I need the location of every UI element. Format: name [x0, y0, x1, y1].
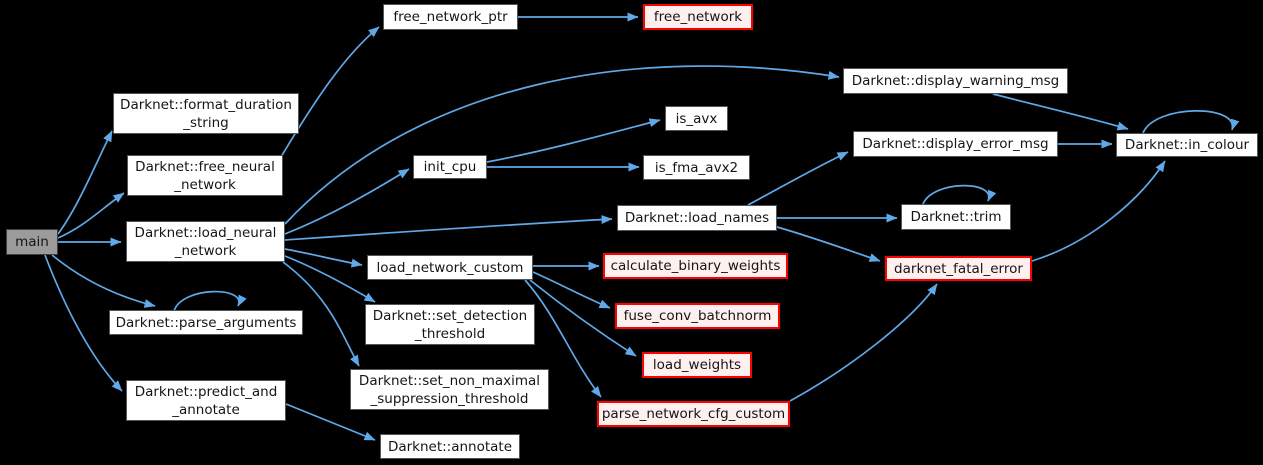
- edge-load-names-to-display-error-msg: [747, 151, 849, 206]
- node-set-detection-threshold[interactable]: Darknet::set_detection _threshold: [365, 304, 535, 345]
- edge-main-to-free-neural-network: [57, 192, 125, 239]
- edge-init-cpu-to-is-avx: [486, 118, 661, 163]
- edge-predict-and-annotate-to-annotate: [285, 403, 376, 441]
- node-main[interactable]: main: [6, 229, 58, 255]
- edge-load-neural-network-to-set-detection-threshold: [284, 255, 376, 303]
- node-format-duration-string[interactable]: Darknet::format_duration _string: [113, 93, 299, 134]
- edge-main-to-format-duration-string: [57, 130, 113, 235]
- node-load-neural-network[interactable]: Darknet::load_neural _network: [126, 221, 285, 262]
- node-free-network-ptr[interactable]: free_network_ptr: [383, 4, 518, 30]
- edge-trim-self-loop: [922, 184, 997, 205]
- node-annotate[interactable]: Darknet::annotate: [380, 434, 520, 459]
- node-load-weights[interactable]: load_weights: [642, 352, 752, 378]
- node-init-cpu[interactable]: init_cpu: [413, 155, 487, 179]
- node-parse-network-cfg-custom[interactable]: parse_network_cfg_custom: [597, 401, 790, 427]
- edge-load-network-custom-to-load-weights: [529, 279, 637, 357]
- node-is-avx[interactable]: is_avx: [665, 106, 728, 131]
- node-free-neural-network[interactable]: Darknet::free_neural _network: [127, 155, 283, 196]
- node-in-colour[interactable]: Darknet::in_colour: [1116, 133, 1258, 157]
- edge-display-warning-msg-to-in-colour: [992, 93, 1129, 131]
- edge-load-neural-network-to-display-warning-msg: [284, 65, 840, 225]
- node-display-warning-msg[interactable]: Darknet::display_warning_msg: [843, 68, 1068, 94]
- node-parse-arguments[interactable]: Darknet::parse_arguments: [109, 310, 303, 335]
- edge-load-neural-network-to-init-cpu: [284, 168, 410, 235]
- node-display-error-msg[interactable]: Darknet::display_error_msg: [853, 131, 1058, 157]
- edge-in-colour-self-loop: [1142, 110, 1240, 134]
- edge-load-names-to-darknet-fatal-error: [776, 226, 881, 262]
- edge-main-to-parse-arguments: [51, 254, 156, 308]
- edge-load-network-custom-to-fuse-conv-batchnorm: [532, 271, 611, 309]
- node-is-fma-avx2[interactable]: is_fma_avx2: [643, 155, 750, 180]
- node-trim[interactable]: Darknet::trim: [901, 204, 1011, 230]
- edge-load-neural-network-to-load-names: [284, 215, 613, 241]
- edge-load-neural-network-to-set-non-maximal-suppression-threshold: [282, 261, 360, 367]
- node-free-network[interactable]: free_network: [643, 4, 753, 30]
- edge-parse-arguments-self-loop: [173, 290, 247, 312]
- node-load-names[interactable]: Darknet::load_names: [617, 205, 777, 231]
- node-darknet-fatal-error[interactable]: darknet_fatal_error: [885, 256, 1032, 281]
- node-set-non-maximal-suppression-threshold[interactable]: Darknet::set_non_maximal _suppression_th…: [350, 369, 549, 410]
- edge-load-network-custom-to-parse-network-cfg-custom: [524, 279, 602, 398]
- node-predict-and-annotate[interactable]: Darknet::predict_and _annotate: [126, 380, 286, 421]
- edge-parse-network-cfg-custom-to-darknet-fatal-error: [789, 283, 938, 402]
- node-load-network-custom[interactable]: load_network_custom: [367, 255, 533, 280]
- edge-darknet-fatal-error-to-in-colour: [1031, 160, 1166, 262]
- edge-load-neural-network-to-load-network-custom: [284, 248, 363, 268]
- edge-main-to-predict-and-annotate: [44, 254, 123, 392]
- node-calculate-binary-weights[interactable]: calculate_binary_weights: [603, 253, 788, 279]
- edge-free-neural-network-to-free-network-ptr: [280, 26, 380, 158]
- node-fuse-conv-batchnorm[interactable]: fuse_conv_batchnorm: [615, 303, 780, 329]
